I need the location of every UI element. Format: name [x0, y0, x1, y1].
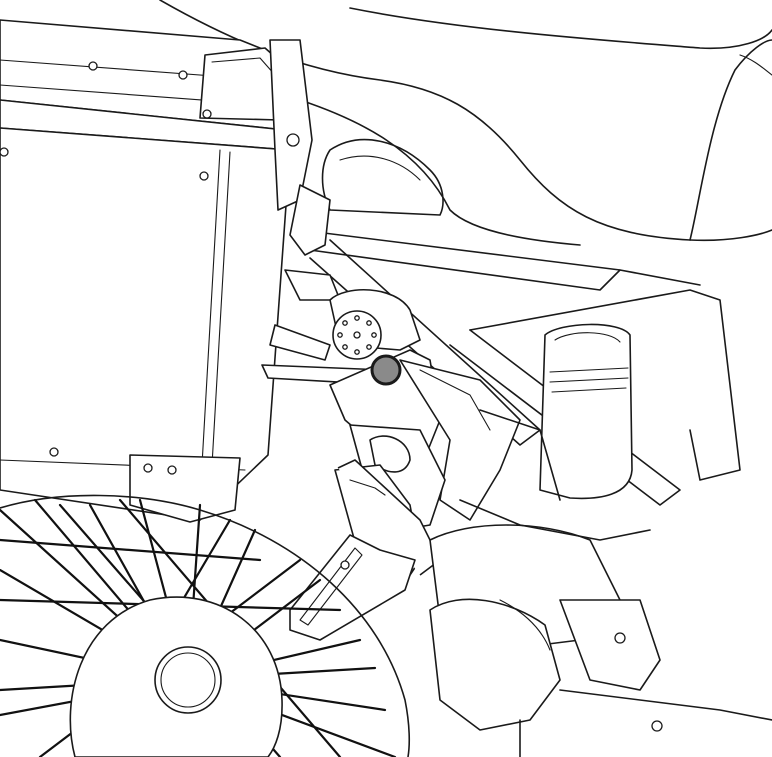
rear-wheel	[0, 494, 411, 757]
callout-marker	[370, 354, 402, 386]
pannier-case	[0, 19, 313, 523]
passenger-footpeg-bracket	[289, 424, 446, 641]
flange-bolts	[337, 315, 377, 355]
lower-chassis	[429, 409, 772, 757]
fender-inner-panel	[321, 138, 444, 216]
reservoir	[539, 323, 633, 500]
